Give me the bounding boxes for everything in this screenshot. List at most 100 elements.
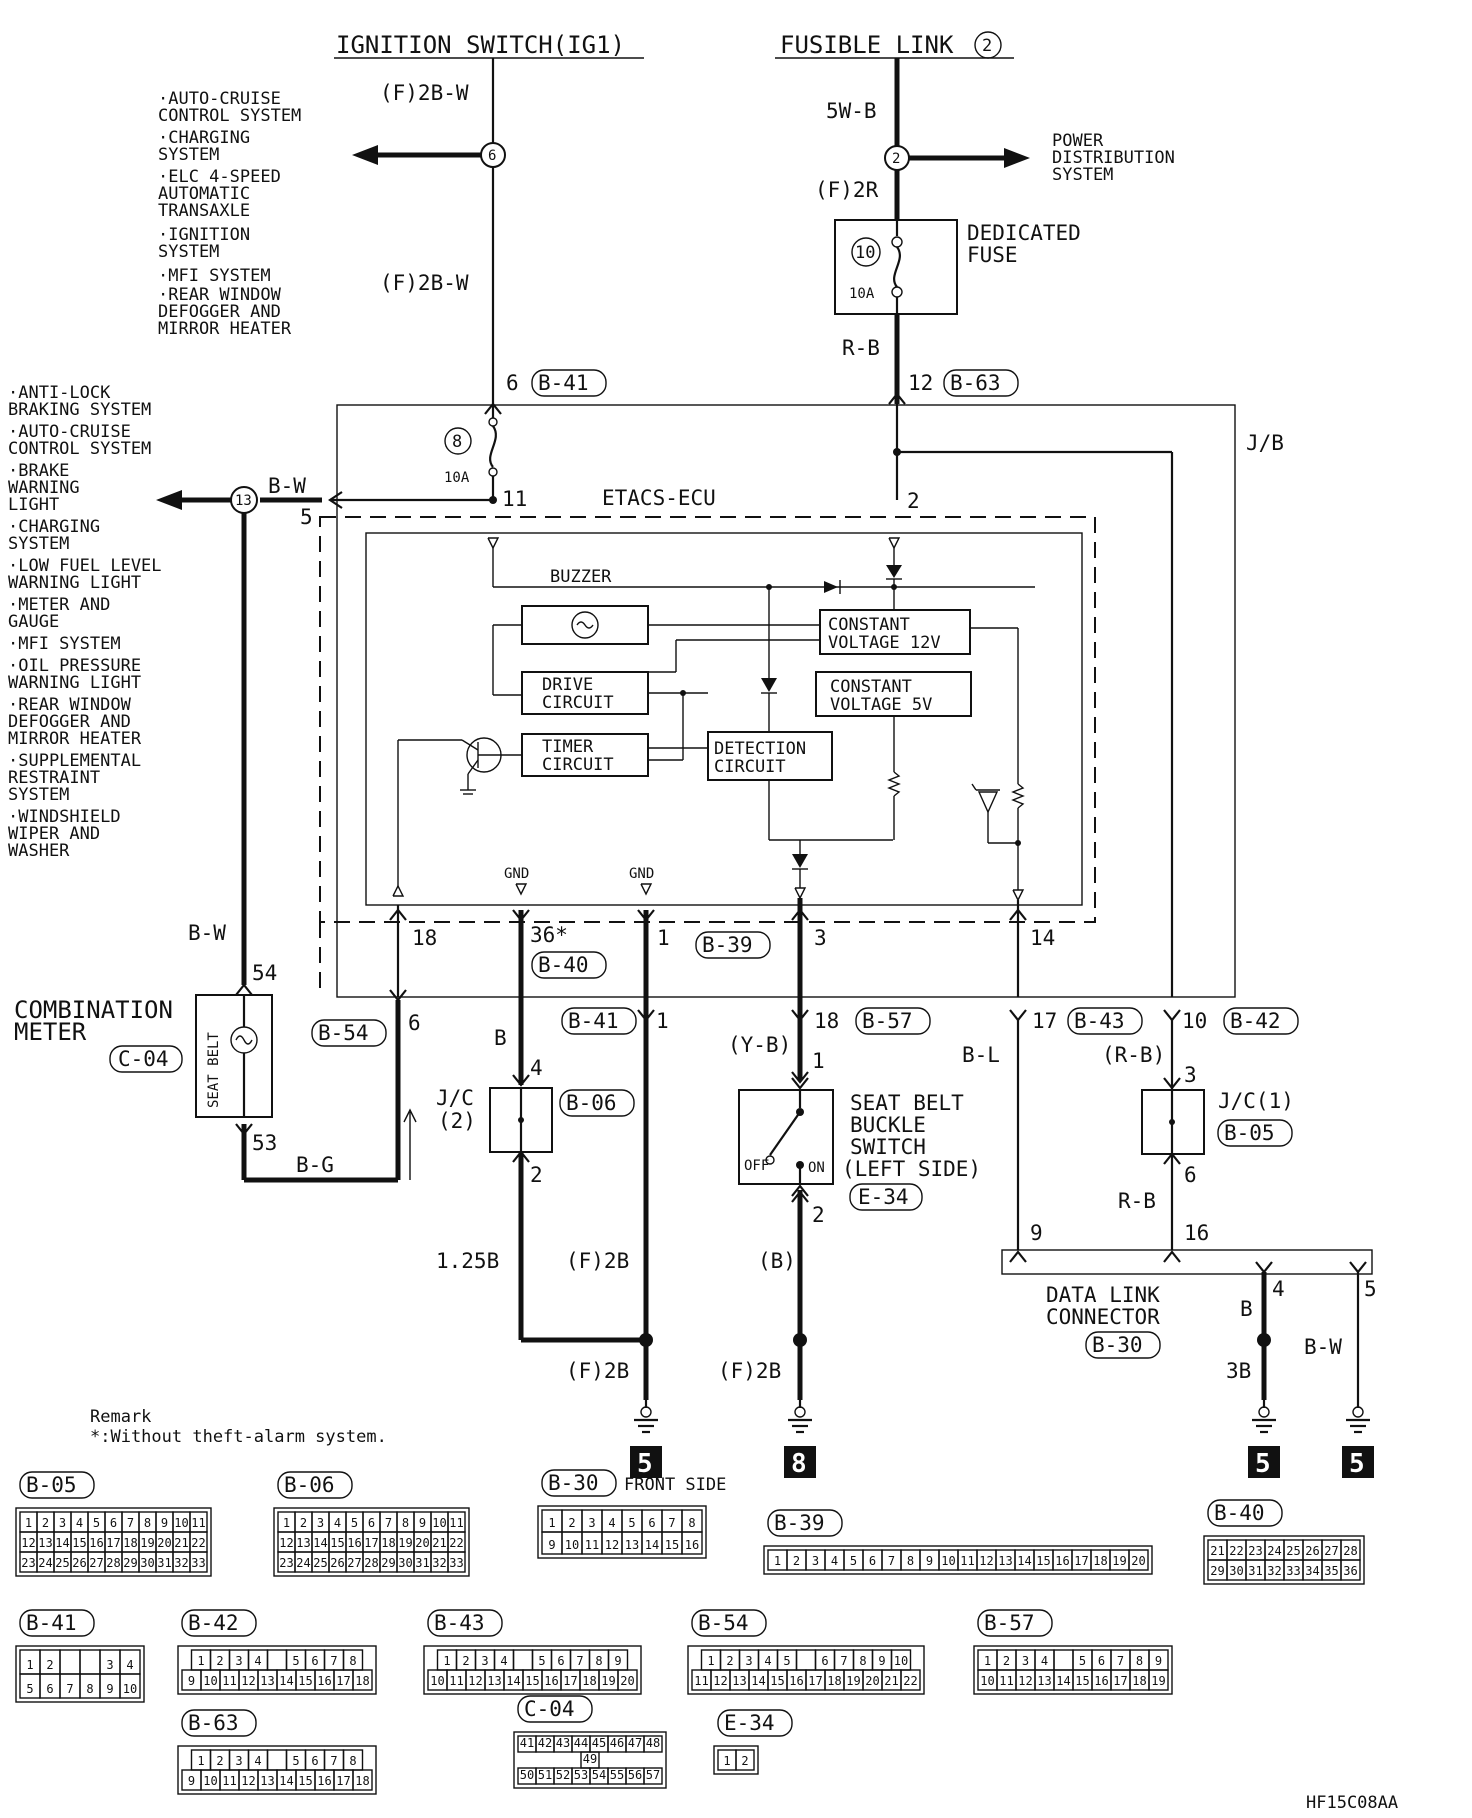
ignition-targets-list: ·AUTO-CRUISE CONTROL SYSTEM ·CHARGING SY… <box>158 89 312 339</box>
connector-pin-number: 13 <box>1037 1674 1051 1688</box>
timer-label-2: CIRCUIT <box>542 755 614 775</box>
connector-cavity <box>1148 1669 1169 1691</box>
connector-pin-number: 22 <box>1229 1544 1243 1558</box>
connector-pin-number: 11 <box>222 1774 236 1788</box>
combination-meter-box <box>195 994 273 1118</box>
connector-pin-number: 2 <box>726 1654 733 1668</box>
remark-text: *:Without theft-alarm system. <box>90 1427 387 1447</box>
splice-2-label: 2 <box>892 151 900 167</box>
connector-pin-number: 28 <box>1343 1544 1357 1558</box>
dlc-connector-label: B-30 <box>1092 1333 1143 1357</box>
dlc-label-1: DATA LINK <box>1046 1283 1160 1307</box>
connector-pin-number: 9 <box>188 1774 195 1788</box>
connector-pin-number: 7 <box>668 1516 675 1530</box>
cv5-label-2: VOLTAGE 5V <box>830 695 932 715</box>
connector-pin-number: 18 <box>1132 1674 1146 1688</box>
connector-view-housing <box>1203 1535 1365 1585</box>
connector-pin-number: 12 <box>1018 1674 1032 1688</box>
dedicated-fuse-label-2: FUSE <box>967 243 1018 267</box>
connector-pin-number: 17 <box>563 1674 577 1688</box>
connector-pin-number: 19 <box>601 1674 615 1688</box>
connector-pin-number: 5 <box>628 1516 635 1530</box>
cv12-label-2: VOLTAGE 12V <box>828 633 941 653</box>
connector-pin-number: 19 <box>1112 1554 1126 1568</box>
wire-label-5wb: 5W-B <box>826 99 877 123</box>
wire-label-bl: B-L <box>962 1043 1000 1067</box>
connector-pin-number: 29 <box>381 1556 395 1570</box>
ground-point-badge <box>630 1446 662 1478</box>
connector-cavity <box>79 1649 101 1675</box>
connector-pin-number: 2 <box>42 1516 49 1530</box>
connector-pin-number: 10 <box>565 1538 579 1552</box>
connector-pin-number: 7 <box>127 1516 134 1530</box>
connector-pin-number: 16 <box>1094 1674 1108 1688</box>
connector-pin-number: 4 <box>76 1516 83 1530</box>
connector-pin-number: 24 <box>38 1556 52 1570</box>
pin-18-b57: 18 <box>814 1009 839 1033</box>
connector-tag-b40 <box>531 951 607 979</box>
fusible-link-label: FUSIBLE LINK <box>780 31 954 59</box>
connector-tag-b57 <box>855 1007 931 1035</box>
connector-pin-number: 16 <box>347 1536 361 1550</box>
connector-pin-number: 18 <box>381 1536 395 1550</box>
connector-pin-number: 6 <box>821 1654 828 1668</box>
connector-pin-number: 7 <box>66 1682 73 1696</box>
connector-pin-number: 33 <box>1286 1564 1300 1578</box>
connector-pin-number: 8 <box>859 1654 866 1668</box>
connector-view-housing <box>763 1545 1153 1575</box>
connector-pin-number: 3 <box>59 1516 66 1530</box>
splice-13-label: 13 <box>235 493 252 509</box>
buckle-label-3: SWITCH <box>850 1135 926 1159</box>
connector-tag-b54 <box>311 1019 387 1047</box>
ground-number-2: 8 <box>791 1449 807 1479</box>
connector-pin-number: 18 <box>355 1774 369 1788</box>
pin-5: 5 <box>300 505 313 529</box>
connector-pin-number: 27 <box>89 1556 103 1570</box>
connector-view-label: B-42 <box>188 1611 239 1635</box>
connector-view-housing <box>15 1645 145 1703</box>
connector-pin-number: 14 <box>313 1536 327 1550</box>
connector-pin-number: 36 <box>1343 1564 1357 1578</box>
connector-pin-number: 26 <box>72 1556 86 1570</box>
connector-pin-number: 7 <box>576 1654 583 1668</box>
connector-pin-number: 21 <box>884 1674 898 1688</box>
fuse-amp: 10A <box>849 286 875 302</box>
connector-b39: B-39 <box>702 933 753 957</box>
connector-pin-number: 8 <box>907 1554 914 1568</box>
connector-pin-number: 4 <box>500 1654 507 1668</box>
connector-pin-number: 2 <box>300 1516 307 1530</box>
pin-5-dlc: 5 <box>1364 1277 1377 1301</box>
connector-pin-number: 11 <box>999 1674 1013 1688</box>
connector-pin-number: 6 <box>311 1754 318 1768</box>
diode-icon <box>824 581 838 593</box>
fusible-link-number: 2 <box>982 36 992 56</box>
connector-pin-number: 32 <box>174 1556 188 1570</box>
pin-14: 14 <box>1030 926 1055 950</box>
connector-b54: B-54 <box>318 1021 369 1045</box>
connector-pin-number: 6 <box>311 1654 318 1668</box>
connector-pin-number: 9 <box>188 1674 195 1688</box>
connector-pin-number: 1 <box>197 1754 204 1768</box>
connector-b06: B-06 <box>566 1091 617 1115</box>
connector-pin-number: 31 <box>157 1556 171 1570</box>
connector-pin-number: 21 <box>432 1536 446 1550</box>
connector-pin-number: 4 <box>1041 1654 1048 1668</box>
ground-icon <box>1258 1406 1270 1418</box>
connector-pin-number: 12 <box>713 1674 727 1688</box>
buckle-connector-label: E-34 <box>858 1185 909 1209</box>
connector-view-label: B-54 <box>698 1611 749 1635</box>
connector-pin-number: 14 <box>751 1674 765 1688</box>
connector-pin-number: 15 <box>72 1536 86 1550</box>
connector-pin-number: 8 <box>688 1516 695 1530</box>
connector-pin-number: 27 <box>1324 1544 1338 1558</box>
detect-label-2: CIRCUIT <box>714 757 786 777</box>
etacs-label: ETACS-ECU <box>602 486 716 510</box>
connector-pin-number: 19 <box>1151 1674 1165 1688</box>
fuse-number-badge <box>851 237 881 267</box>
connector-pin-number: 23 <box>279 1556 293 1570</box>
connector-pin-number: 6 <box>869 1554 876 1568</box>
connector-pin-number: 16 <box>685 1538 699 1552</box>
connector-pin-number: 12 <box>979 1554 993 1568</box>
pin-10-b42: 10 <box>1182 1009 1207 1033</box>
